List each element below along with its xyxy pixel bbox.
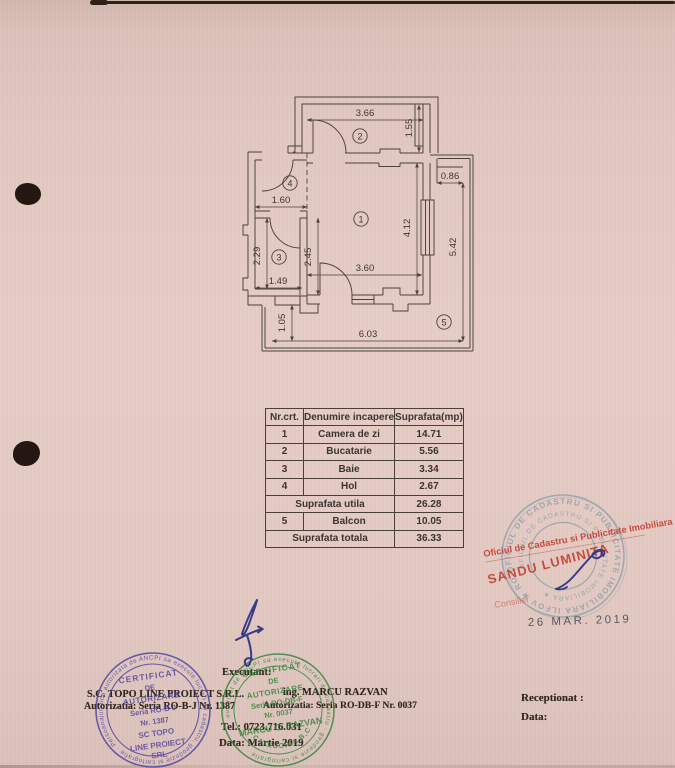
scan-bottom-edge (0, 765, 675, 768)
table-row: 3 Baie 3.34 (265, 460, 464, 479)
green-stamp-name: MARCU C. RAZVAN (238, 715, 323, 738)
green-stamp-line: DE (268, 676, 280, 687)
document-date: Data: Martie 2019 (219, 737, 304, 749)
window-living-bottom (351, 295, 375, 304)
wall-bath-right (299, 211, 308, 304)
svg-text:2: 2 (357, 131, 362, 141)
balcony-walls (248, 154, 474, 352)
room-marker-balcony: 5 (436, 314, 452, 330)
green-certificate-stamp: autorizat de ANCPI sa execute lucrari de… (216, 648, 340, 768)
door-hall (261, 159, 294, 192)
svg-text:3: 3 (276, 252, 281, 262)
phone: Tel.: 0723.716.031 (221, 722, 302, 733)
reception-date-label: Data: (521, 711, 548, 723)
signature-receiver (555, 548, 606, 591)
dim-label-balcony-w: 6.03 (359, 329, 378, 340)
window-living-right (420, 199, 435, 256)
wall-kitchen-outer (294, 96, 439, 153)
dim-label-hall-h: 2.45 (303, 248, 314, 267)
authorization-company: Autorizatia: Seria RO-B-J Nr. 1387 (84, 701, 235, 712)
areas-table: Nr.crt. Denumire incapere Suprafata(mp) … (264, 407, 464, 549)
date-received-stamp: 26 MAR. 2019 (528, 613, 632, 629)
blue-stamp-line: DE (144, 683, 156, 693)
door-bath (269, 217, 301, 249)
dim-label-bath-w: 1.49 (269, 276, 288, 287)
wall-living-top (288, 148, 423, 167)
receptionat-label: Receptionat : (521, 692, 584, 704)
wall-living-right (422, 163, 431, 304)
blue-certificate-stamp: juridica autorizata de ANCPI sa execute … (90, 647, 215, 768)
dim-label-living-w: 3.60 (356, 263, 375, 274)
company-name: S.C. TOPO LINE PROIECT S.R.L. (87, 689, 245, 700)
room-marker-living: 1 (353, 211, 369, 227)
scan-edge-blob (90, 0, 108, 5)
hole-punch-bottom (13, 441, 40, 466)
dim-label-balcony-top: 0.86 (441, 171, 460, 182)
svg-text:4: 4 (287, 178, 292, 188)
dim-label-kitchen-h: 1.55 (404, 119, 415, 138)
wall-left-outer (242, 152, 256, 305)
registration-underline (485, 534, 646, 563)
table-header-row: Nr.crt. Denumire incapere Suprafata(mp) (265, 407, 464, 427)
dim-label-balcony-left: 1.05 (277, 314, 288, 333)
blue-stamp-line: Nr. 1387 (140, 715, 170, 728)
authorization-engineer: Autorizatia: Seria RO-DB-F Nr. 0037 (263, 700, 417, 711)
table-row: 1 Camera de zi 14.71 (265, 425, 464, 444)
scan-edge-line (92, 1, 675, 4)
dim-label-balcony-h: 5.42 (448, 238, 459, 257)
table-row: 2 Bucatarie 5.56 (265, 442, 464, 462)
door-balcony (319, 262, 353, 296)
svg-text:5: 5 (441, 317, 446, 327)
room-marker-bath: 3 (271, 249, 287, 265)
table-row: 4 Hol 2.67 (265, 477, 464, 496)
dim-label-hall-w: 1.60 (272, 195, 291, 206)
executant-label: Executant: (222, 667, 272, 678)
green-stamp-line: Nr. 0037 (264, 707, 294, 720)
dim-label-kitchen-w: 3.66 (356, 108, 375, 119)
wall-hall-top (248, 151, 307, 161)
signature-executant (235, 599, 265, 667)
room-marker-kitchen: 2 (352, 128, 368, 144)
wall-bath-top (255, 210, 307, 219)
wall-living-bottom (307, 287, 430, 312)
blue-stamp-line: SRL (151, 749, 168, 760)
floor-plan: 3.66 1.55 0.86 1.60 4.12 2.45 2.29 3.60 … (242, 96, 474, 352)
hole-punch-top (15, 183, 41, 205)
room-marker-hall: 4 (282, 175, 298, 191)
wall-kitchen-inner (287, 103, 431, 153)
registration-role: Consilier (494, 594, 530, 610)
svg-text:1: 1 (358, 214, 363, 224)
table-row-total: Suprafata totala 36.33 (264, 529, 464, 549)
dim-label-living-h: 4.12 (402, 219, 413, 238)
dim-label-bath-h: 2.29 (252, 247, 263, 266)
engineer-name: ing. MARCU RAZVAN (283, 687, 388, 698)
